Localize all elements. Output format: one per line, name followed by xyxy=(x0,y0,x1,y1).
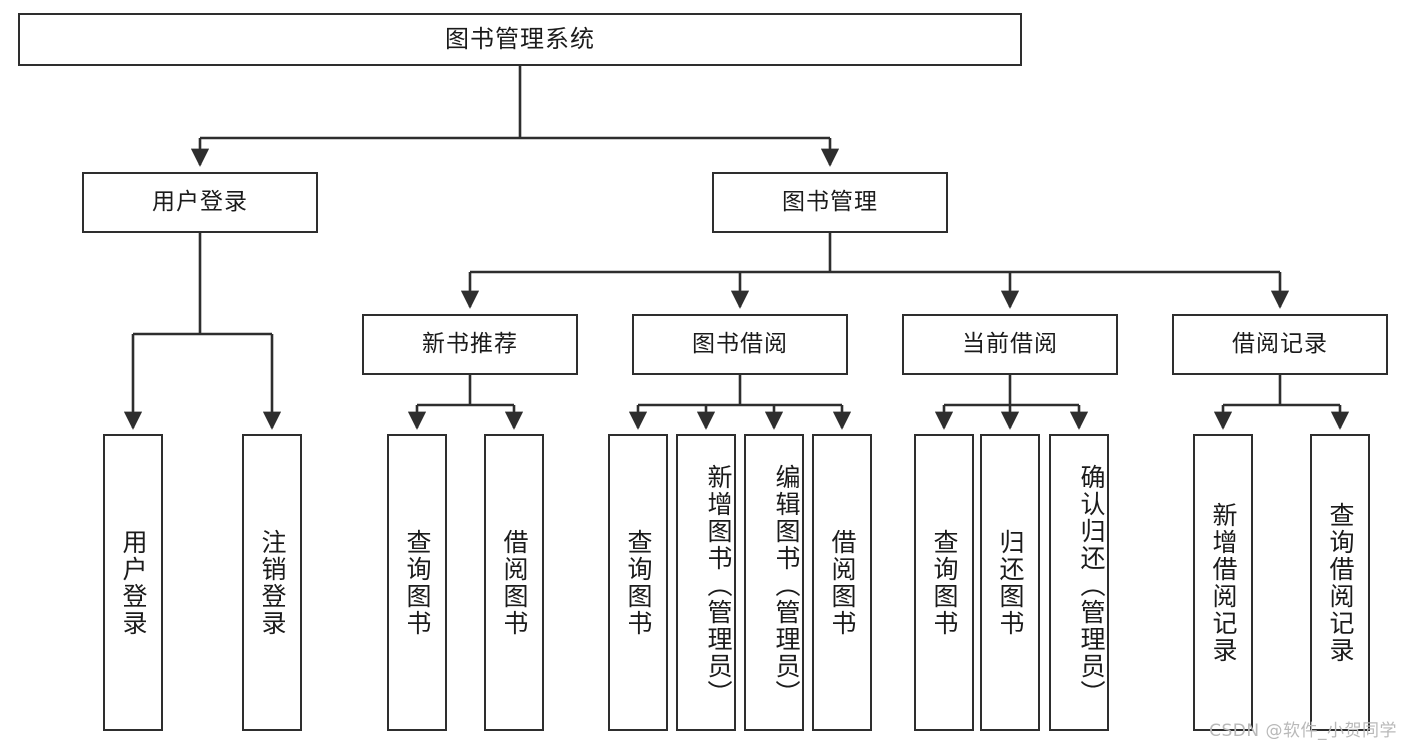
node-leaf-query-borrow-record[interactable]: 查询借阅记录 xyxy=(1310,434,1370,731)
node-label: 借阅图书 xyxy=(500,528,529,637)
node-borrow-record[interactable]: 借阅记录 xyxy=(1172,314,1388,375)
node-leaf-query-book-borrow[interactable]: 查询图书 xyxy=(608,434,668,731)
node-label: 查询借阅记录 xyxy=(1326,501,1355,664)
node-label: 用户登录 xyxy=(119,528,148,637)
node-label: 注销登录 xyxy=(258,528,287,637)
csdn-watermark: CSDN @软件_小贺同学 xyxy=(1209,721,1397,741)
node-label: 编辑图书（管理员） xyxy=(772,464,801,707)
node-leaf-confirm-return-admin[interactable]: 确认归还（管理员） xyxy=(1049,434,1109,731)
node-user-login[interactable]: 用户登录 xyxy=(82,172,318,233)
node-leaf-query-book-recommend[interactable]: 查询图书 xyxy=(387,434,447,731)
node-leaf-add-book-admin[interactable]: 新增图书（管理员） xyxy=(676,434,736,731)
node-label: 确认归还（管理员） xyxy=(1077,464,1106,707)
node-leaf-return-book[interactable]: 归还图书 xyxy=(980,434,1040,731)
node-label: 图书管理系统 xyxy=(445,25,595,54)
node-leaf-query-book-current[interactable]: 查询图书 xyxy=(914,434,974,731)
node-leaf-borrow-book-recommend[interactable]: 借阅图书 xyxy=(484,434,544,731)
node-label: 当前借阅 xyxy=(962,330,1058,357)
node-label: 图书管理 xyxy=(782,188,878,215)
node-label: 借阅记录 xyxy=(1232,330,1328,357)
node-leaf-add-borrow-record[interactable]: 新增借阅记录 xyxy=(1193,434,1253,731)
node-label: 查询图书 xyxy=(403,528,432,637)
node-book-borrow[interactable]: 图书借阅 xyxy=(632,314,848,375)
node-new-book-recommend[interactable]: 新书推荐 xyxy=(362,314,578,375)
node-label: 归还图书 xyxy=(996,528,1025,637)
node-label: 新书推荐 xyxy=(422,330,518,357)
node-label: 查询图书 xyxy=(930,528,959,637)
node-root-book-management-system[interactable]: 图书管理系统 xyxy=(18,13,1022,66)
node-leaf-logout-login[interactable]: 注销登录 xyxy=(242,434,302,731)
node-current-borrow[interactable]: 当前借阅 xyxy=(902,314,1118,375)
node-label: 新增图书（管理员） xyxy=(704,464,733,707)
node-leaf-user-login[interactable]: 用户登录 xyxy=(103,434,163,731)
node-book-management[interactable]: 图书管理 xyxy=(712,172,948,233)
node-label: 借阅图书 xyxy=(828,528,857,637)
node-label: 查询图书 xyxy=(624,528,653,637)
node-label: 图书借阅 xyxy=(692,330,788,357)
node-label: 新增借阅记录 xyxy=(1209,501,1238,664)
node-leaf-edit-book-admin[interactable]: 编辑图书（管理员） xyxy=(744,434,804,731)
node-label: 用户登录 xyxy=(152,188,248,215)
node-leaf-borrow-book[interactable]: 借阅图书 xyxy=(812,434,872,731)
